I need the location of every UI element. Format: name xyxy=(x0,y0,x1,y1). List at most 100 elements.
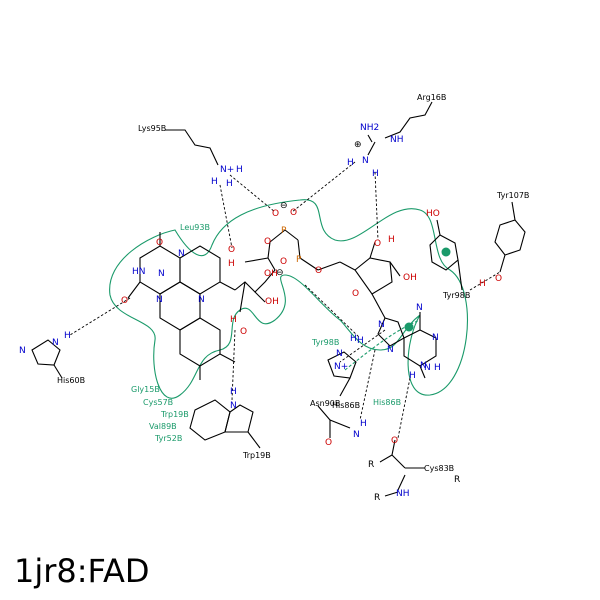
atom-n-aden2: N xyxy=(378,320,385,330)
atom-h-his60: H xyxy=(64,331,71,341)
label-lys95b: Lys95B xyxy=(138,124,166,133)
label-asn90b: Asn90B xyxy=(310,399,340,408)
atom-o-bridge: O xyxy=(264,237,271,247)
hydrophobic-tyr52b: Tyr52B xyxy=(154,434,182,443)
atom-r-cys1: R xyxy=(368,460,374,470)
trp19b-ring xyxy=(189,399,261,449)
atom-n-aden3: N xyxy=(432,333,439,343)
atom-nplus-lys: N+ xyxy=(220,165,234,175)
atom-o-flav2: O xyxy=(121,296,128,306)
atom-n-h2: N xyxy=(424,363,431,373)
label-leu93b: Leu93B xyxy=(180,223,210,232)
tyr107b-ring xyxy=(494,201,526,273)
label-his60b: His60B xyxy=(57,376,85,385)
atom-h-nh2: H xyxy=(434,363,441,373)
atom-h-his86: H xyxy=(350,334,357,344)
label-arg16b: Arg16B xyxy=(417,93,446,102)
label-tyr107b: Tyr107B xyxy=(496,191,529,200)
label-trp19b: Trp19B xyxy=(242,451,271,460)
atom-n-flav2: N xyxy=(156,295,163,305)
adenine-rings xyxy=(377,312,437,379)
atom-n-arg: N xyxy=(362,156,369,166)
atom-nh-cys: NH xyxy=(396,489,410,499)
atom-h-ribitol: H xyxy=(228,259,235,269)
atom-h-lys2: H xyxy=(211,177,218,187)
atom-h-tyr107: H xyxy=(479,279,486,289)
atom-n-his60: N xyxy=(52,338,59,348)
tyr98b-ring-centroid xyxy=(441,247,451,257)
hydrogen-bonds xyxy=(69,161,501,439)
atom-h-arg2: H xyxy=(372,169,379,179)
atom-plus-arg: ⊕ xyxy=(354,140,362,150)
atom-o-p1a: O xyxy=(272,209,279,219)
atom-hn-flav: HN xyxy=(132,267,146,277)
atom-h-lys3: H xyxy=(226,179,233,189)
atom-n-his86: N xyxy=(336,349,343,359)
atom-n-flav1: N xyxy=(178,249,185,259)
atom-o-ribose1: O xyxy=(374,239,381,249)
atom-ominus1: ⊖ xyxy=(280,201,288,211)
atom-n-flav3: N xyxy=(198,295,205,305)
atom-h-ribose1: H xyxy=(388,235,395,245)
his86b-ring xyxy=(327,322,414,397)
atom-oh2: OH xyxy=(265,297,279,307)
atom-oh-ribose2: OH xyxy=(403,273,417,283)
atom-n-aden1: N xyxy=(416,303,423,313)
atom-p2: P xyxy=(296,255,302,265)
hydrophobic-gly15b: Gly15B xyxy=(131,385,160,394)
label-tyr98b-right: Tyr98B xyxy=(442,291,470,300)
atom-n-his60b: N xyxy=(19,346,26,356)
cys83b-backbone xyxy=(379,439,425,497)
ribitol-chain xyxy=(234,241,276,313)
arg16b-sidechain xyxy=(367,101,433,156)
label-cys83b: Cys83B xyxy=(424,464,454,473)
atom-h-trp: H xyxy=(230,387,237,397)
atom-o-flav1: O xyxy=(156,238,163,248)
tyr98b-right-ring xyxy=(429,219,463,291)
atom-o-oh3: O xyxy=(240,327,247,337)
atom-o-tyr107: O xyxy=(495,274,502,284)
flavin-rings xyxy=(127,232,236,380)
atom-nh-arg: NH xyxy=(390,135,404,145)
atom-n-aden4: N xyxy=(387,345,394,355)
hydrophobic-pocket-outline xyxy=(109,199,468,399)
label-his86b-black: His86B xyxy=(332,401,360,410)
atom-p1: P xyxy=(281,226,287,236)
phosphate-chain xyxy=(269,229,356,271)
atom-r-cys3: R xyxy=(374,493,380,503)
atom-o-ribitol: O xyxy=(228,245,235,255)
atom-oh1: OH xyxy=(264,269,278,279)
atom-n-flav4: N xyxy=(158,269,165,279)
atom-n-asn: N xyxy=(353,430,360,440)
atom-h-oh3: H xyxy=(230,315,237,325)
atom-o-ring: O xyxy=(352,289,359,299)
hydrophobic-cys57b: Cys57B xyxy=(143,398,173,407)
atom-nh2-arg: NH2 xyxy=(360,123,379,133)
structure-caption: 1jr8:FAD xyxy=(14,552,150,590)
atom-o-p1b: O xyxy=(290,208,297,218)
his86b-ring-centroid xyxy=(404,322,414,332)
asn90b-sidechain xyxy=(317,405,351,438)
label-tyr98b-left: Tyr98B xyxy=(311,338,339,347)
atom-o-ribose-link: O xyxy=(315,266,322,276)
hydrophobic-val89b: Val89B xyxy=(149,422,177,431)
hydrophobic-contact-line xyxy=(344,319,421,371)
atom-o-cys: O xyxy=(391,436,398,446)
atom-h-asn: H xyxy=(360,419,367,429)
atom-o-asn: O xyxy=(325,438,332,448)
atom-o-p2a: O xyxy=(280,257,287,267)
ribose-ring xyxy=(354,241,401,319)
atom-ho-tyr98: HO xyxy=(426,209,440,219)
atom-h-amine: H xyxy=(409,371,416,381)
his60b-ring xyxy=(31,339,63,379)
lys95b-sidechain xyxy=(165,129,219,166)
atom-h-aden: H xyxy=(357,336,364,346)
atom-nplus-his86: N+ xyxy=(334,362,348,372)
atom-ominus2: ⊖ xyxy=(276,268,284,278)
atom-n-trp: N xyxy=(230,401,237,411)
label-his86b-green: His86B xyxy=(373,398,401,407)
atom-h-lys1: H xyxy=(236,165,243,175)
atom-r-cys2: R xyxy=(454,475,460,485)
atom-h-arg1: H xyxy=(347,158,354,168)
